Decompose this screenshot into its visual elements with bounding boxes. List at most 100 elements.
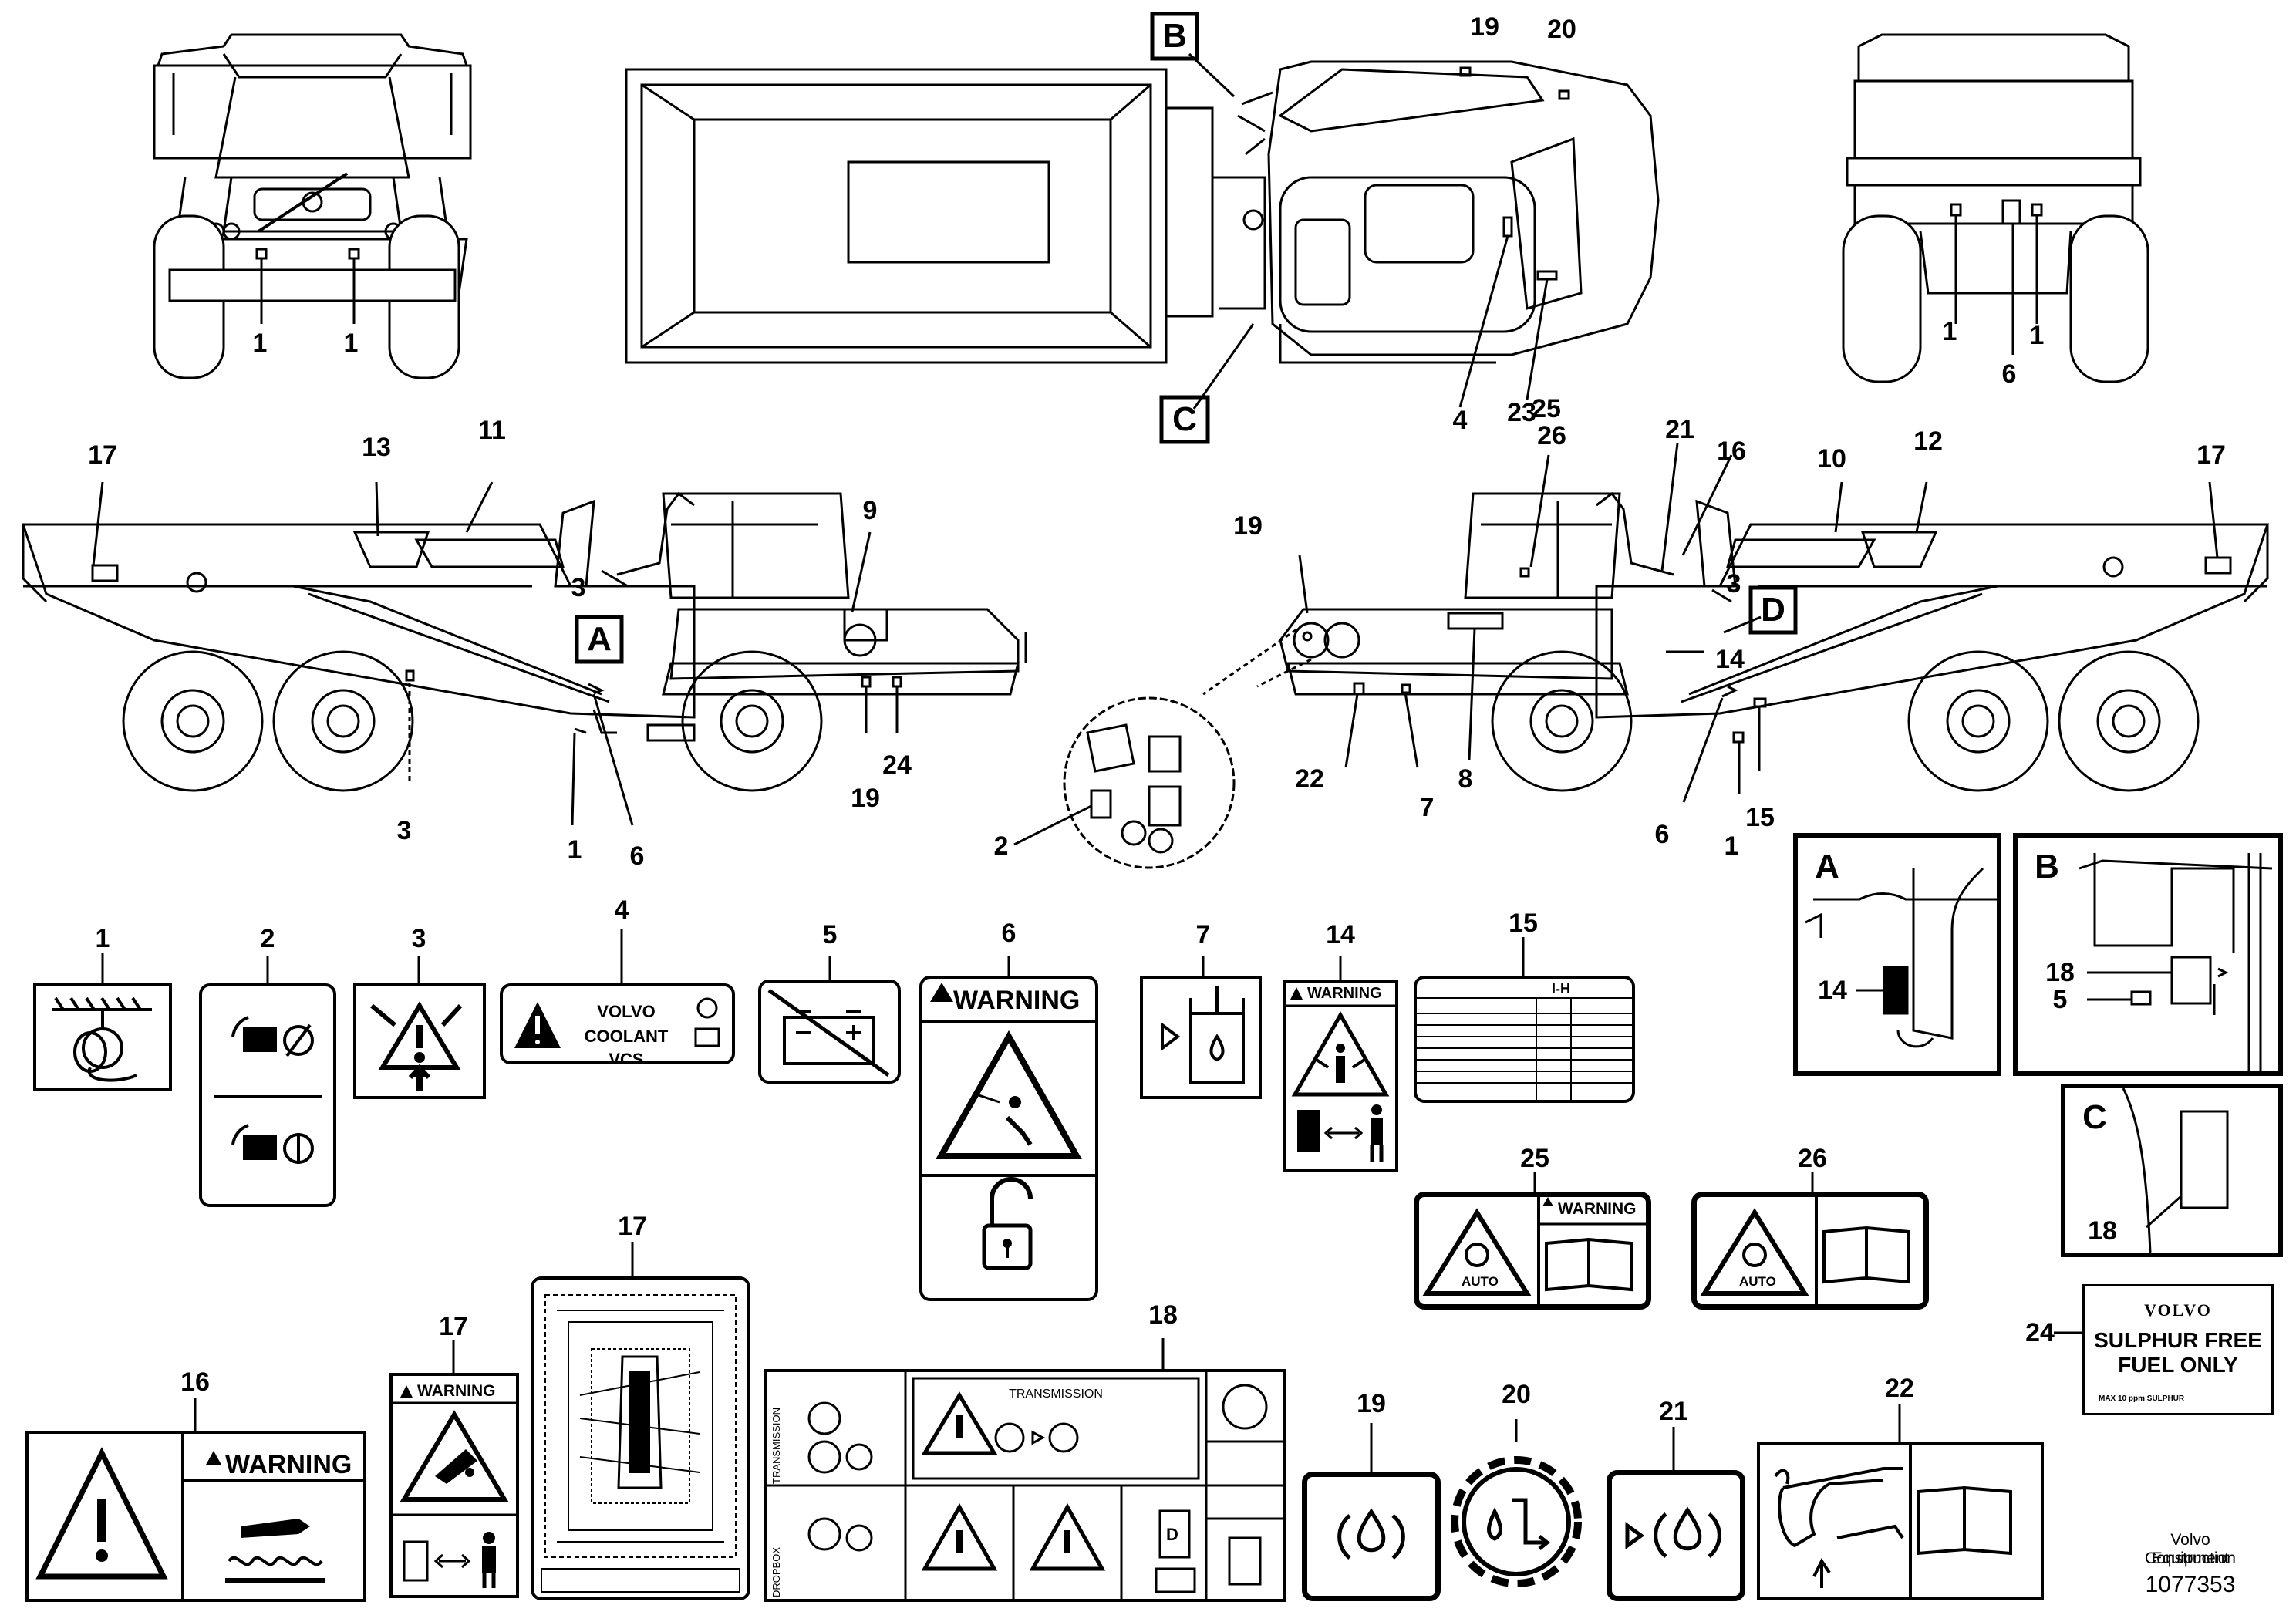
decal-number-6: 6 xyxy=(1001,919,1017,948)
decal-leaders xyxy=(101,929,2082,1472)
callout-right-7: 7 xyxy=(1419,793,1435,822)
decal-number-24: 24 xyxy=(2025,1318,2055,1347)
detail-b-callout-5: 5 xyxy=(2052,985,2068,1014)
decal-number-23: 22 xyxy=(1885,1374,1914,1403)
callout-right-19: 19 xyxy=(1233,511,1263,541)
callout-right-16: 16 xyxy=(1717,437,1746,466)
decal-2 xyxy=(199,983,336,1207)
decal-number-22: 21 xyxy=(1659,1397,1688,1426)
callout-front-1a: 1 xyxy=(252,329,268,358)
decal-19-transmission-text: TRANSMISSION xyxy=(1009,1388,1103,1401)
decal-number-17: 17 xyxy=(439,1312,468,1341)
view-letter-boxes xyxy=(575,12,1798,664)
decal-26-auto-text: AUTO xyxy=(1739,1274,1776,1289)
decal-number-7: 7 xyxy=(1195,920,1211,949)
decal-7 xyxy=(1140,976,1262,1099)
front-view-truck xyxy=(153,33,472,379)
footer-doc-number: 1077353 xyxy=(2145,1572,2236,1597)
callout-right-14: 14 xyxy=(1715,645,1745,674)
decal-4: VOLVO COOLANT VCS xyxy=(500,983,735,1064)
decal-number-2: 2 xyxy=(260,924,275,953)
detail-c-letter: C xyxy=(2082,1098,2107,1136)
dump-body-warning-icon xyxy=(393,1385,516,1588)
left-side-truck xyxy=(21,491,1027,792)
detail-b-drawing xyxy=(2079,853,2273,1071)
callout-left-24: 24 xyxy=(882,750,912,780)
view-letter-c: C xyxy=(1172,400,1197,438)
callout-right-3: 3 xyxy=(1726,569,1741,599)
callout-right-17: 17 xyxy=(2197,440,2226,470)
decal-15: I-H xyxy=(1414,976,1635,1103)
decal-17: WARNING xyxy=(389,1373,519,1598)
callout-left-17: 17 xyxy=(88,440,117,470)
detail-b-letter: B xyxy=(2035,848,2059,885)
decal-20 xyxy=(1302,1472,1441,1601)
callout-right-15: 15 xyxy=(1745,803,1775,832)
callout-rear-1b: 1 xyxy=(2029,321,2045,350)
service-symbols-panel xyxy=(767,1372,1283,1599)
view-letter-d: D xyxy=(1761,591,1785,629)
decal-26: AUTO xyxy=(1691,1192,1929,1310)
decal-6-warning-text: WARNING xyxy=(953,986,1081,1015)
decal-15-header: I-H xyxy=(1552,981,1570,996)
decal-19-fuel-d: D xyxy=(1166,1525,1178,1544)
callout-right-12: 12 xyxy=(1913,427,1943,456)
decal-24-volvo: VOLVO xyxy=(2144,1300,2212,1320)
right-side-truck xyxy=(1063,491,2270,869)
decal-number-20: 19 xyxy=(1357,1389,1386,1418)
callout-left-9: 9 xyxy=(862,496,878,525)
decal-4-text-line2: COOLANT VCS xyxy=(584,1027,669,1064)
decal-25: AUTO WARNING xyxy=(1414,1192,1651,1310)
callout-right-10: 10 xyxy=(1817,444,1846,474)
decal-24-line1: SULPHUR FREE xyxy=(2094,1328,2262,1352)
decal-19-dropbox-vertical: DROPBOX xyxy=(770,1546,782,1597)
decal-number-16: 16 xyxy=(180,1367,210,1397)
callout-left-6: 6 xyxy=(629,841,645,871)
decal-number-14: 14 xyxy=(1326,920,1355,949)
decal-3 xyxy=(353,983,486,1099)
callout-top-23: 23 xyxy=(1507,398,1536,427)
callout-right-21: 21 xyxy=(1665,415,1694,444)
decal-25-auto-text: AUTO xyxy=(1462,1274,1499,1289)
brake-level-icon xyxy=(1625,1506,1721,1558)
callout-right-22: 22 xyxy=(1295,764,1324,794)
decal-14-warning-text: WARNING xyxy=(1307,985,1382,1002)
callout-left-11: 11 xyxy=(478,416,506,445)
detail-a-letter: A xyxy=(1815,848,1839,885)
detail-a-callout-14: 14 xyxy=(1818,976,1847,1005)
callout-top-19: 19 xyxy=(1470,12,1499,42)
callout-right-25: 25 xyxy=(1532,394,1561,423)
auto-start-warning-icon xyxy=(1422,1197,1646,1304)
callout-left-1: 1 xyxy=(567,835,582,865)
detail-panel-a: A 14 xyxy=(1793,833,2001,1076)
no-battery-icon xyxy=(767,988,890,1077)
callout-left-3b: 3 xyxy=(396,816,412,845)
decal-6: WARNING xyxy=(919,976,1098,1301)
detail-panel-c: C 18 xyxy=(2061,1084,2283,1257)
hot-surface-warning-icon xyxy=(35,1434,363,1599)
decal-19: TRANSMISSION DROPBOX TRANSMISSION D xyxy=(764,1369,1286,1602)
decal-number-4: 4 xyxy=(614,895,629,925)
decal-24: VOLVO SULPHUR FREE FUEL ONLY MAX 10 ppm … xyxy=(2082,1284,2274,1415)
decal-1 xyxy=(33,983,172,1091)
decal-19-transmission-vertical: TRANSMISSION xyxy=(770,1408,782,1484)
data-plate-table xyxy=(1417,997,1632,1100)
view-letter-a: A xyxy=(587,620,612,658)
decal-number-25: 25 xyxy=(1520,1144,1549,1173)
callout-rear-6: 6 xyxy=(2001,359,2017,389)
decal-number-26: 26 xyxy=(1798,1144,1827,1173)
pinch-point-warning-icon xyxy=(1286,987,1395,1162)
decal-16: WARNING xyxy=(25,1431,366,1602)
oil-level-icon xyxy=(1161,986,1245,1084)
decal-16-warning-text: WARNING xyxy=(225,1450,352,1479)
coolant-warning-icon xyxy=(514,997,720,1048)
decal-18 xyxy=(531,1276,750,1600)
lifting-point-icon xyxy=(52,996,152,1082)
callout-right-26: 26 xyxy=(1537,421,1566,450)
callout-front-1b: 1 xyxy=(343,329,359,358)
decal-number-19: 18 xyxy=(1148,1300,1178,1330)
decal-5 xyxy=(758,980,901,1084)
decal-21 xyxy=(1441,1442,1591,1600)
callout-left-19: 19 xyxy=(851,784,880,813)
